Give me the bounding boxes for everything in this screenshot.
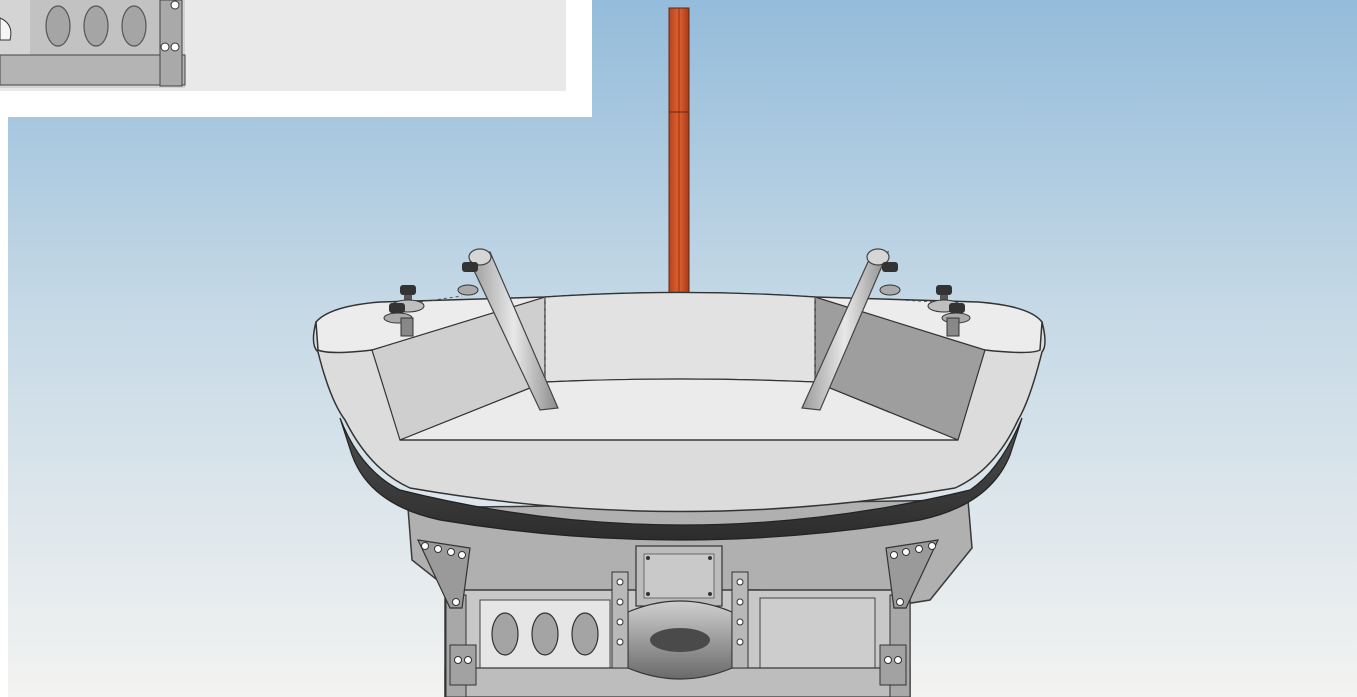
mast	[668, 7, 690, 294]
inset-thumbnail	[0, 0, 566, 91]
clamp-knobs-right	[879, 262, 971, 337]
davit-tube-left	[468, 248, 559, 411]
davit-tube-right	[801, 248, 890, 411]
hull-side	[339, 417, 1023, 541]
dashed-guide-left	[419, 295, 463, 303]
clamp-knobs-left	[383, 262, 479, 337]
